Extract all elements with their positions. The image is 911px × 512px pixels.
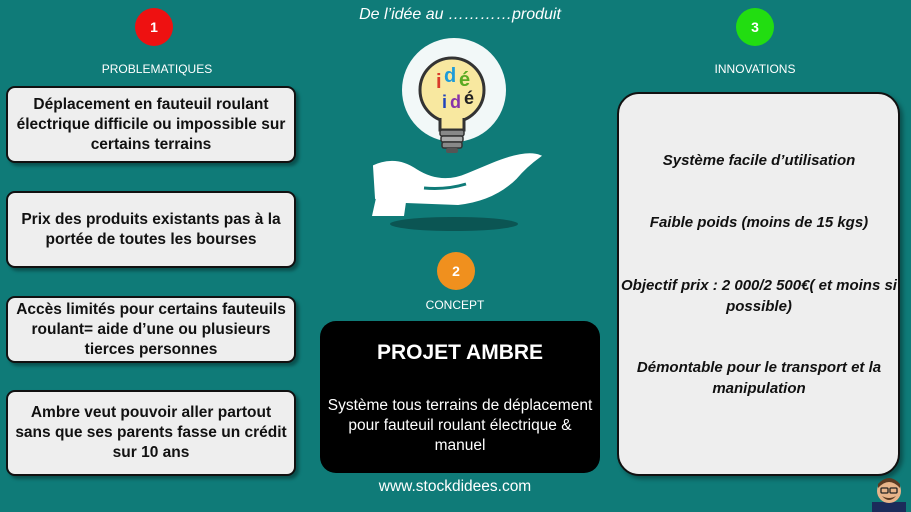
hand-holding-lightbulb-icon: i d é i d é <box>372 38 543 231</box>
page-title: De l’idée au …………produit <box>359 6 561 23</box>
cartoon-avatar-icon <box>872 478 906 512</box>
section-label-concept: CONCEPT <box>425 298 485 312</box>
innovation-item: Système facile d’utilisation <box>662 152 856 169</box>
svg-text:é: é <box>464 88 474 108</box>
section-number-concept: 2 <box>437 252 475 290</box>
concept-box <box>320 321 600 473</box>
svg-text:i: i <box>436 71 442 93</box>
section-label-innovations: INNOVATIONS <box>714 62 796 76</box>
svg-text:d: d <box>450 92 461 112</box>
problem-box: Prix des produits existants pas à la por… <box>6 191 296 268</box>
problem-box: Ambre veut pouvoir aller partout sans qu… <box>6 390 296 476</box>
problem-box: Accès limités pour certains fauteuils ro… <box>6 296 296 363</box>
concept-title: PROJET AMBRE <box>376 341 544 364</box>
innovation-item: Objectif prix : 2 000/2 500€( et moins s… <box>621 277 897 315</box>
section-number-problems: 1 <box>135 8 173 46</box>
section-number-innovations: 3 <box>736 8 774 46</box>
concept-description: Système tous terrains de déplacement pou… <box>327 397 593 454</box>
svg-text:i: i <box>442 92 447 112</box>
website-url[interactable]: www.stockdidees.com <box>378 478 532 495</box>
innovations-box <box>617 92 900 476</box>
problem-box: Déplacement en fauteuil roulant électriq… <box>6 86 296 163</box>
svg-text:d: d <box>444 65 456 87</box>
innovation-item: Démontable pour le transport et la manip… <box>636 359 882 397</box>
innovation-item: Faible poids (moins de 15 kgs) <box>649 214 869 231</box>
section-label-problems: PROBLEMATIQUES <box>101 62 213 76</box>
svg-text:é: é <box>459 69 470 91</box>
